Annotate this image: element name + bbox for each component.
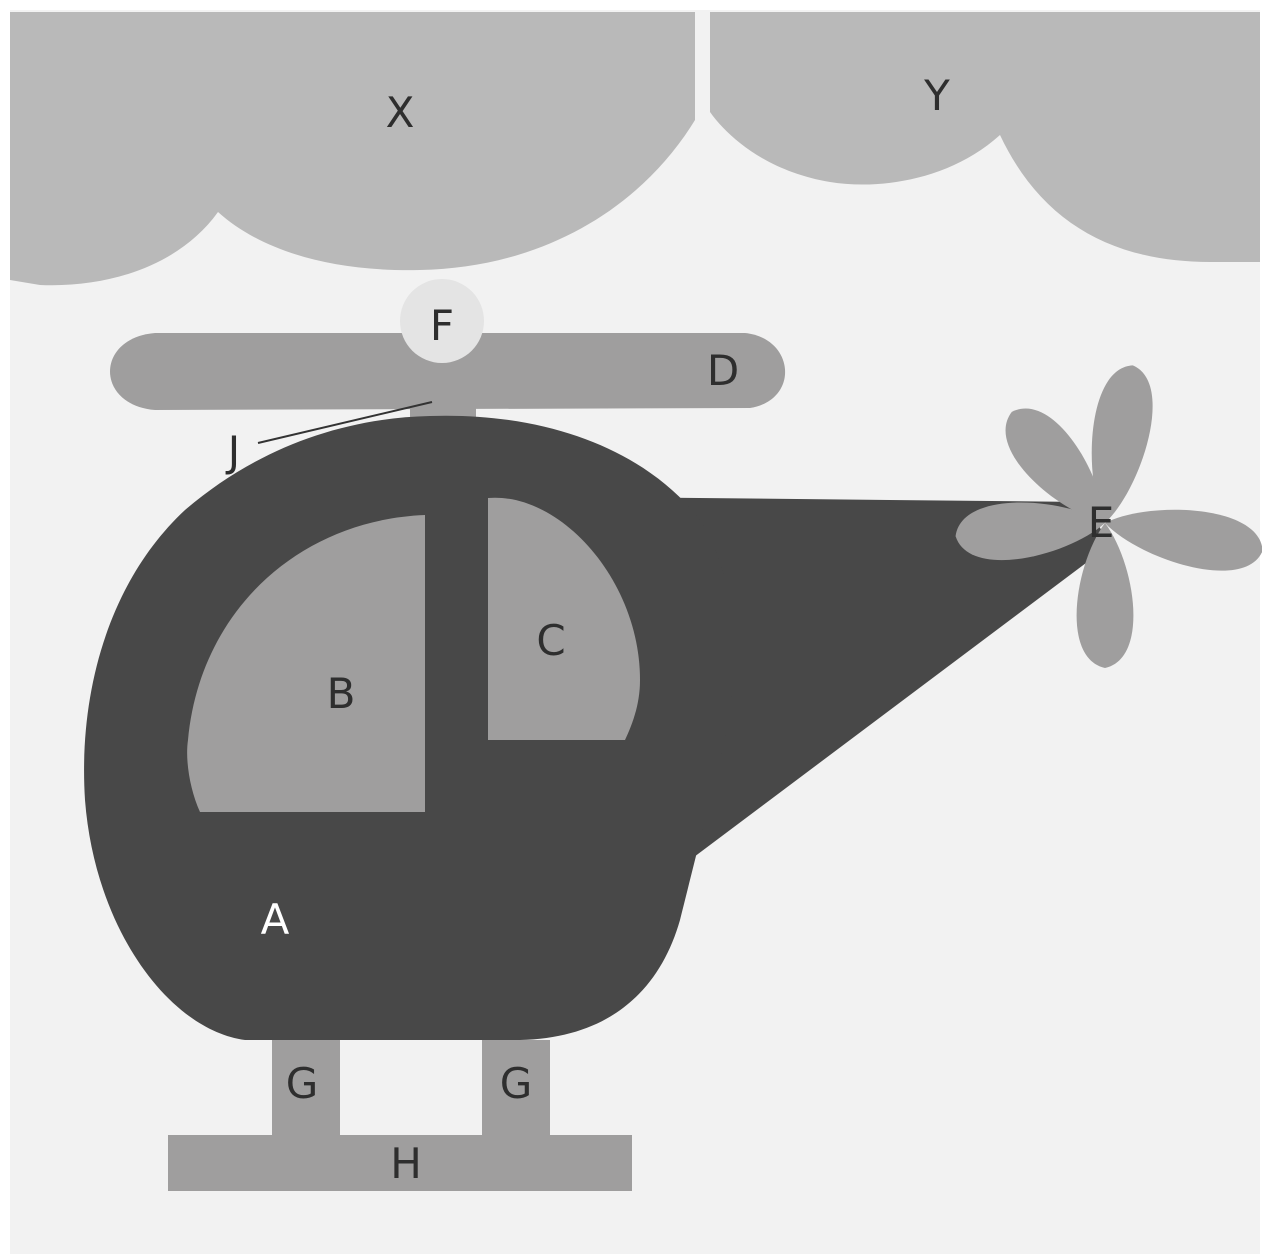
label-skid: H	[390, 1139, 422, 1188]
tail-rotor	[955, 365, 1262, 668]
main-rotor-blade	[110, 333, 786, 410]
landing-skid	[168, 1135, 632, 1191]
label-rotor-mast: J	[225, 427, 240, 476]
front-window	[187, 515, 425, 812]
label-main-rotor: D	[707, 346, 739, 395]
side-window	[488, 497, 640, 740]
label-fuselage: A	[261, 895, 290, 944]
skid-strut-left	[272, 1040, 340, 1138]
label-side-window: C	[536, 616, 565, 665]
cloud-right	[710, 12, 1260, 262]
label-rotor-hub: F	[430, 301, 454, 350]
mast-leader-line	[257, 401, 433, 444]
label-cloud-right: Y	[923, 71, 950, 120]
label-tail-rotor: E	[1088, 498, 1115, 547]
rotor-hub	[400, 279, 484, 363]
label-skid-strut-right: G	[500, 1059, 533, 1108]
label-skid-strut-left: G	[286, 1059, 319, 1108]
skid-strut-right	[482, 1040, 550, 1138]
cloud-left	[10, 12, 695, 286]
tail-boom	[600, 497, 1110, 860]
label-cloud-left: X	[386, 88, 415, 137]
label-front-window: B	[327, 669, 356, 718]
